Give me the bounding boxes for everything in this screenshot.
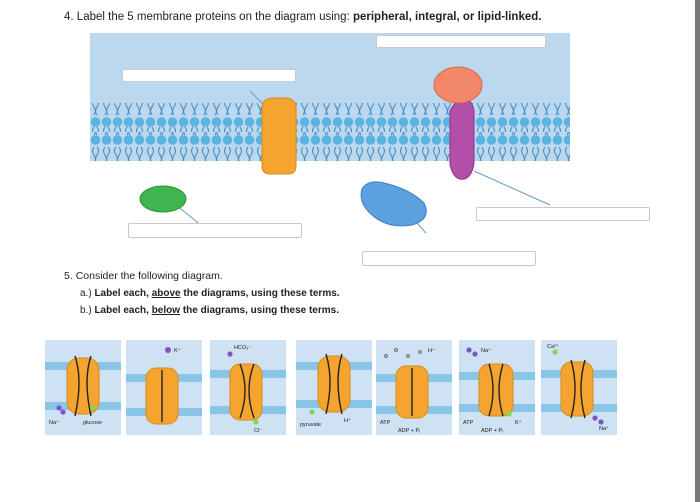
panel-2-top-label: K⁺ [174, 347, 181, 354]
panel-3-top-label: HCO₃⁻ [234, 345, 251, 351]
question-5b: b.) Label each, below the diagrams, usin… [80, 305, 339, 316]
transport-panel-1: Na⁺ glucose [45, 340, 121, 435]
transport-panel-5: H⁺ ATP ADP + Pᵢ [376, 340, 452, 435]
peripheral-protein-blue [360, 181, 427, 227]
lipid-linked-protein-salmon [433, 66, 483, 104]
transport-panel-7: Ca²⁺ Na⁺ [541, 340, 617, 435]
answer-blank-bottom-center[interactable] [362, 251, 536, 266]
integral-protein-orange [261, 97, 297, 175]
membrane-diagram [90, 33, 570, 233]
question-4-number: 4. [64, 11, 74, 23]
integral-protein-purple [449, 98, 475, 180]
panel-1-right-label: glucose [83, 420, 102, 426]
answer-blank-bottom-left[interactable] [128, 223, 302, 238]
transport-panel-6: Na⁺ ATP ADP + Pᵢ K⁺ [459, 340, 535, 435]
transport-panel-3: HCO₃⁻ Cl⁻ [210, 340, 286, 435]
panel-4-left-label: pyruvate [300, 422, 321, 428]
panel-7-top-label: Ca²⁺ [547, 343, 559, 350]
answer-blank-right[interactable] [476, 207, 650, 221]
lipid-bilayer-inner-leaflet [90, 132, 570, 161]
question-5-number: 5. [64, 270, 73, 282]
question-4-prompt: 4. Label the 5 membrane proteins on the … [64, 11, 541, 23]
answer-blank-top-right[interactable] [376, 35, 546, 48]
panel-3-bottom-label: Cl⁻ [254, 428, 262, 434]
panel-6-right-label: K⁺ [515, 419, 522, 426]
vertical-scrollbar[interactable] [695, 0, 700, 502]
question-5-text: Consider the following diagram. [75, 270, 223, 282]
answer-blank-top-left[interactable] [122, 69, 296, 82]
panel-1-left-label: Na⁺ [49, 419, 59, 426]
panel-6-adp-label: ADP + Pᵢ [481, 428, 503, 434]
transport-panel-4: pyruvate H⁺ [296, 340, 372, 435]
panel-4-right-label: H⁺ [344, 417, 351, 424]
panel-6-top-label: Na⁺ [481, 347, 491, 354]
question-4-text: Label the 5 membrane proteins on the dia… [76, 11, 353, 23]
panel-7-right-label: Na⁺ [599, 425, 609, 432]
pointer-line-purple [473, 170, 551, 206]
transport-panel-2: K⁺ [126, 340, 202, 435]
panel-5-atp-label: ATP [380, 420, 391, 426]
panel-5-adp-label: ADP + Pᵢ [398, 428, 420, 434]
pointer-line-green [175, 204, 203, 227]
peripheral-protein-green [139, 185, 187, 213]
question-5-prompt: 5. Consider the following diagram. [64, 270, 223, 282]
question-5a: a.) Label each, above the diagrams, usin… [80, 288, 340, 299]
panel-6-atp-label: ATP [463, 420, 474, 426]
question-4-terms: peripheral, integral, or lipid-linked. [352, 11, 542, 23]
panel-5-top-label: H⁺ [428, 347, 435, 354]
lipid-bilayer-outer-leaflet [90, 103, 570, 132]
